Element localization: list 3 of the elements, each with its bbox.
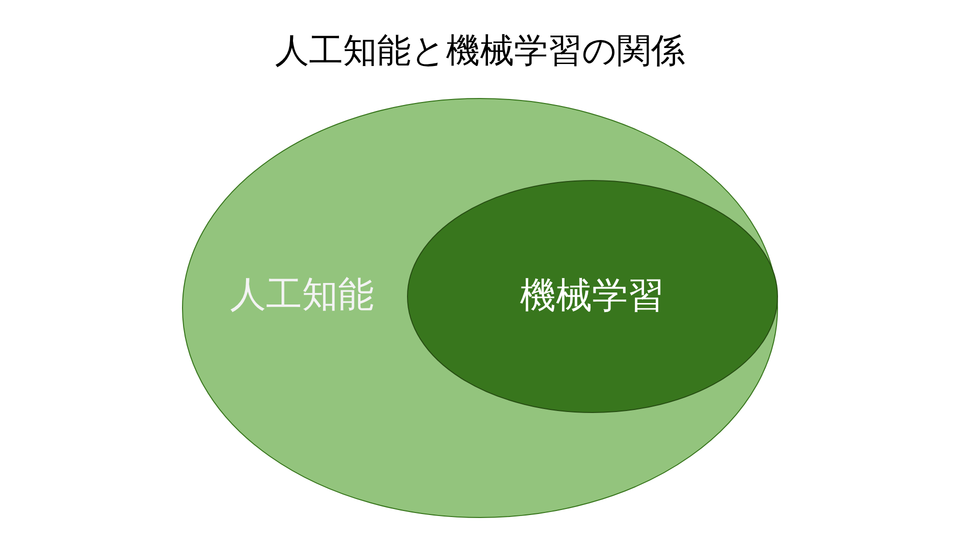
set-label: 人工知能	[230, 274, 374, 318]
diagram-title: 人工知能と機械学習の関係	[274, 30, 686, 73]
set-label: 機械学習	[520, 274, 664, 318]
